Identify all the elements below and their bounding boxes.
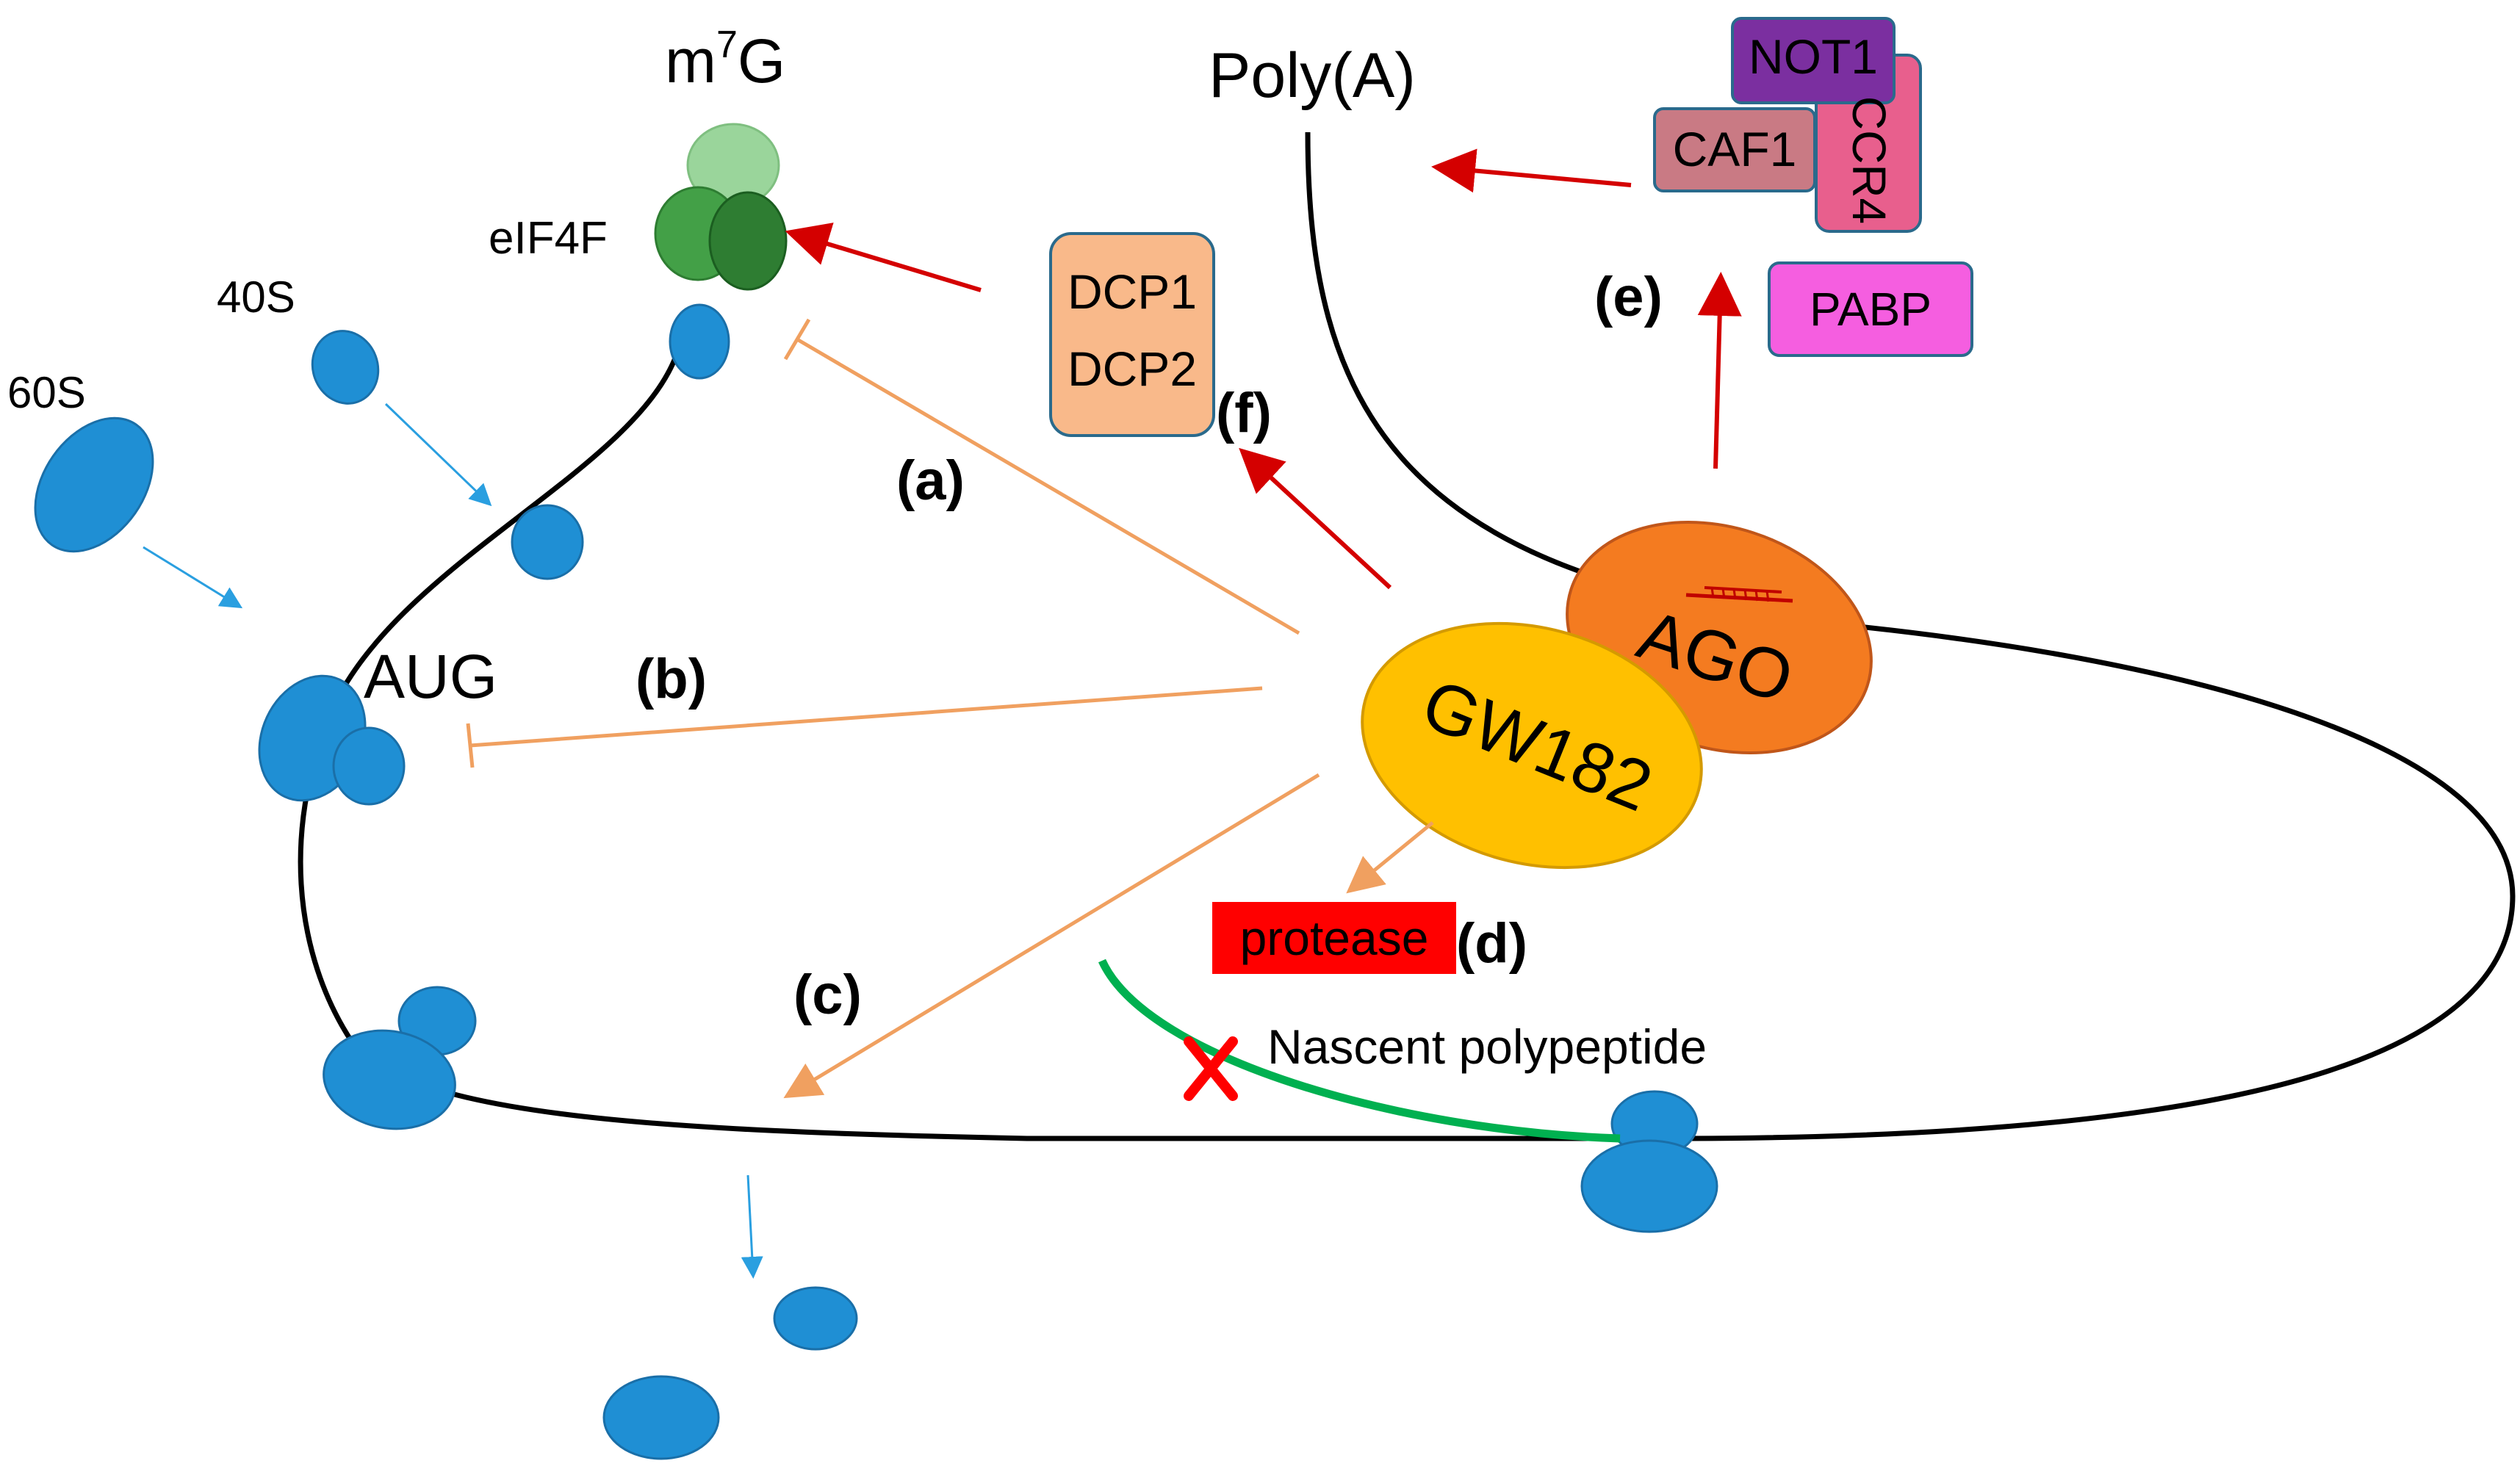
nascent-polypeptide-label: Nascent polypeptide: [1267, 1019, 1707, 1074]
dcp-box: [1049, 232, 1215, 437]
arrow-ago-to-deadenylase: [1697, 272, 1742, 469]
mechanism-f-label: (f): [1216, 382, 1272, 444]
ribosome-40s-aug: [332, 726, 406, 806]
mechanism-a-label: (a): [896, 450, 965, 512]
block-x-icon: [1184, 1036, 1238, 1101]
arrow-60s-joining: [143, 546, 243, 609]
polya-label: Poly(A): [1209, 40, 1416, 111]
not1-label: NOT1: [1749, 29, 1878, 84]
dcp2-label: DCP2: [1068, 342, 1197, 396]
mechanism-b-label: (b): [636, 648, 707, 710]
ccr4-label: CCR4: [1843, 96, 1896, 224]
protease-box: [1212, 902, 1456, 974]
40s-label: 40S: [217, 272, 295, 322]
mechanism-d-label: (d): [1456, 912, 1527, 975]
mirna-duplex-icon: [1685, 586, 1793, 603]
ribosome-60s-elongating: [1580, 1139, 1718, 1233]
effect-arrow-d: [1346, 821, 1434, 894]
not1-box: [1731, 17, 1896, 104]
ribosome-60s-released: [602, 1375, 720, 1460]
arrow-40s-recruitment: [384, 403, 492, 507]
arrow-dcp-to-cap: [785, 223, 982, 292]
inhibit-line-b: [469, 686, 1263, 748]
ribosome-40s-released: [773, 1286, 858, 1351]
ribosome-60s-lower: [323, 1029, 456, 1130]
pabp-box: [1768, 261, 1973, 357]
inhibit-bar-a: [783, 318, 811, 361]
dcp1-label: DCP1: [1068, 264, 1197, 319]
ribosome-40s-cap: [669, 303, 730, 380]
protease-label: protease: [1240, 911, 1429, 965]
60s-label: 60S: [7, 368, 86, 417]
m7g-cap-label: m7G: [665, 24, 785, 95]
ribosome-40s-free: [311, 330, 380, 405]
ribosome-40s-scanning: [511, 504, 584, 580]
inhibit-line-a: [796, 337, 1300, 635]
mechanism-c-label: (c): [793, 964, 862, 1026]
inhibit-bar-b: [466, 723, 475, 768]
mrna-strand: [298, 131, 2516, 1141]
effect-arrow-c: [783, 773, 1320, 1099]
ribosome-group: [34, 303, 1718, 1460]
aug-label: AUG: [364, 642, 497, 711]
eif4f-label: eIF4F: [489, 213, 608, 264]
caf1-label: CAF1: [1673, 122, 1797, 176]
arrow-deadenylase-to-polya: [1431, 148, 1632, 193]
eif4f-complex: [654, 123, 788, 291]
nascent-polypeptide: [1098, 959, 1621, 1143]
ribosome-60s-free: [34, 416, 154, 553]
caf1-box: [1653, 107, 1816, 192]
mechanism-e-label: (e): [1594, 266, 1663, 328]
pabp-label: PABP: [1810, 283, 1932, 336]
arrow-ribosome-release: [741, 1174, 763, 1279]
gw182-protein: [1361, 621, 1703, 870]
arrow-gw182-to-dcp: [1239, 447, 1392, 590]
